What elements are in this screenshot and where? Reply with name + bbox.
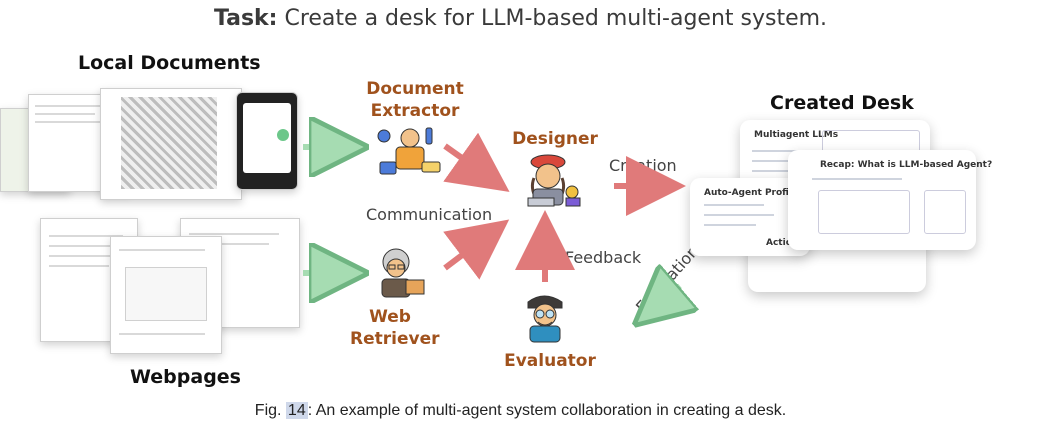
evaluator-icon [527,295,563,343]
created-desk-image: Multiagent LLMs Auto-Agent Profiling Act… [688,116,992,292]
designer-icon [527,154,581,207]
slide-title-1: Multiagent LLMs [754,130,839,140]
caption-number: 14 [285,402,308,419]
evaluation-arrow [652,286,680,310]
document-extractor-icon [377,127,441,175]
webpages-heading: Webpages [130,366,241,388]
task-text: Create a desk for LLM-based multi-agent … [277,6,828,31]
extractor-to-designer-arrow [443,132,510,192]
task-title: Task: Create a desk for LLM-based multi-… [0,6,1041,31]
retriever-to-designer-arrow [443,219,510,280]
webpages-image [40,214,300,354]
local-documents-image [0,86,300,201]
caption-prefix: Fig. [254,402,286,419]
evaluator-label: Evaluator [504,351,596,371]
local-documents-heading: Local Documents [78,52,261,74]
document-extractor-label: Document Extractor [366,79,464,121]
created-desk-heading: Created Desk [770,92,914,114]
web-retriever-label: Web Retriever [350,307,440,349]
communication-label: Communication [366,205,493,224]
slide-title-3: Recap: What is LLM-based Agent? [820,160,993,170]
designer-label: Designer [512,129,598,149]
figure-caption: Fig. 14: An example of multi-agent syste… [0,402,1041,420]
slide-title-4: Action [766,238,799,248]
task-prefix: Task: [213,6,278,31]
caption-text: : An example of multi-agent system colla… [307,402,787,419]
slide-title-2: Auto-Agent Profiling [704,188,808,198]
feedback-label: Feedback [565,248,642,267]
web-retriever-icon [381,248,425,298]
